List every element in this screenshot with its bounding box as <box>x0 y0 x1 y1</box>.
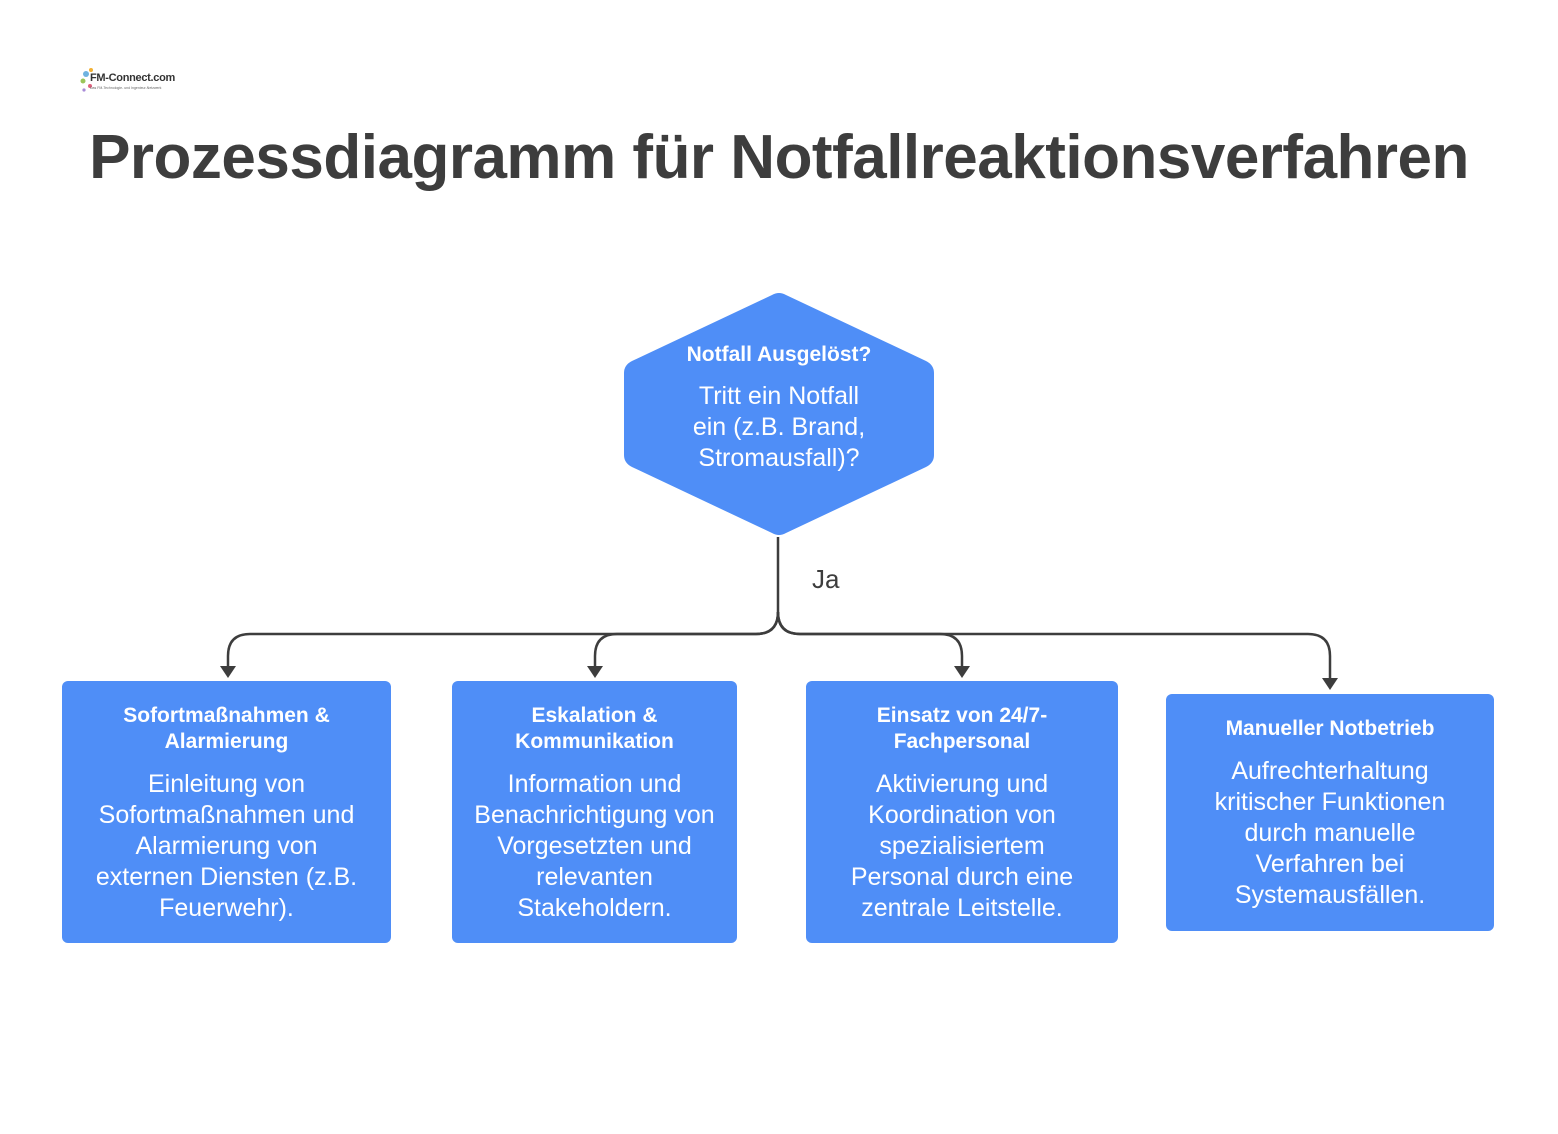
connector-to-step-1 <box>226 611 780 668</box>
step-card-fachpersonal: Einsatz von 24/7-Fachpersonal Aktivierun… <box>806 681 1118 943</box>
arrowhead-step-3 <box>954 666 970 678</box>
arrowhead-step-1 <box>220 666 236 678</box>
step-heading: Sofortmaßnahmen & Alarmierung <box>123 704 330 753</box>
connector-to-step-3 <box>776 611 964 668</box>
decision-node: Notfall Ausgelöst? Tritt ein Notfall ein… <box>622 291 936 537</box>
logo-tagline: Das FM-Technologie- und Ingenieur-Netzwe… <box>90 86 162 90</box>
connector-to-step-2 <box>593 611 780 668</box>
step-heading: Manueller Notbetrieb <box>1225 717 1435 740</box>
step-body: Aktivierung und Koordination von spezial… <box>850 770 1074 922</box>
step-body: Aufrechterhaltung kritischer Funktionen … <box>1214 757 1446 909</box>
arrowhead-step-2 <box>587 666 603 678</box>
step-card-eskalation: Eskalation & Kommunikation Information u… <box>452 681 737 943</box>
page-title: Prozessdiagramm für Notfallreaktionsverf… <box>89 123 1469 192</box>
step-body: Einleitung von Sofortmaßnahmen und Alarm… <box>95 770 358 922</box>
decision-text: Notfall Ausgelöst? Tritt ein Notfall ein… <box>662 343 896 474</box>
step-card-notbetrieb: Manueller Notbetrieb Aufrechterhaltung k… <box>1166 694 1494 931</box>
step-body: Information und Benachrichtigung von Vor… <box>474 770 715 922</box>
fm-connect-logo: FM-Connect.com Das FM-Technologie- und I… <box>78 64 175 98</box>
step-heading: Eskalation & Kommunikation <box>515 704 674 753</box>
hexagon-shape <box>624 293 934 535</box>
decision-body: Tritt ein Notfall ein (z.B. Brand, Strom… <box>692 382 866 472</box>
step-heading: Einsatz von 24/7-Fachpersonal <box>876 704 1048 753</box>
decision-heading: Notfall Ausgelöst? <box>686 343 872 366</box>
arrowhead-step-4 <box>1322 678 1338 690</box>
step-card-sofortmassnahmen: Sofortmaßnahmen & Alarmierung Einleitung… <box>62 681 391 943</box>
branch-label-yes: Ja <box>812 564 840 594</box>
logo-emblem-icon <box>80 68 93 92</box>
connector-to-step-4 <box>776 611 1332 680</box>
logo-wordmark: FM-Connect.com <box>90 72 176 84</box>
